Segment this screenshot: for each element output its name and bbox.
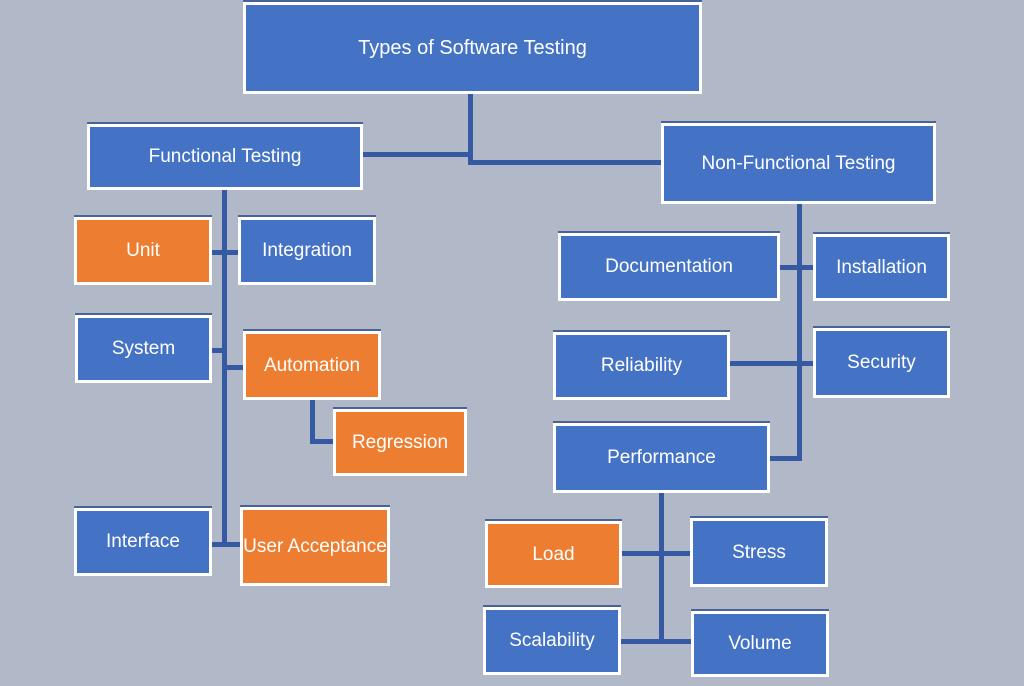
- node-installation-label: Installation: [836, 256, 927, 278]
- node-documentation: Documentation: [558, 233, 780, 301]
- connector-root-functional: [361, 152, 471, 157]
- connector-regression: [310, 439, 334, 444]
- connector-root-nonfunctional: [468, 160, 663, 165]
- node-stress: Stress: [690, 518, 828, 587]
- node-non-functional-testing: Non-Functional Testing: [661, 123, 936, 204]
- connector-interface-user-acceptance: [211, 542, 241, 547]
- connector-scalability-volume: [620, 639, 692, 644]
- node-documentation-label: Documentation: [605, 256, 733, 278]
- node-user-acceptance: User Acceptance: [240, 507, 390, 586]
- connector-automation: [222, 365, 244, 370]
- node-integration: Integration: [238, 217, 376, 285]
- node-load: Load: [485, 521, 622, 588]
- node-types-of-software-testing: Types of Software Testing: [243, 2, 702, 94]
- node-system: System: [75, 315, 212, 383]
- node-system-label: System: [111, 338, 176, 360]
- node-volume-label: Volume: [728, 633, 792, 655]
- connector-performance-trunk: [659, 492, 664, 643]
- node-scalability: Scalability: [483, 607, 621, 675]
- node-performance: Performance: [553, 423, 770, 493]
- node-unit: Unit: [74, 217, 212, 285]
- node-regression-label: Regression: [351, 431, 449, 453]
- connector-documentation-installation: [779, 265, 814, 270]
- node-reliability-label: Reliability: [600, 355, 683, 377]
- node-types-of-software-testing-label: Types of Software Testing: [358, 36, 587, 59]
- connector-system: [211, 348, 227, 353]
- node-automation-label: Automation: [263, 354, 361, 376]
- node-installation: Installation: [813, 234, 950, 301]
- connector-reliability-security: [729, 361, 814, 366]
- node-user-acceptance-label: User Acceptance: [243, 535, 387, 557]
- connector-unit-integration: [211, 250, 239, 255]
- node-scalability-label: Scalability: [509, 630, 595, 652]
- node-stress-label: Stress: [732, 541, 786, 563]
- connector-nonfunctional-trunk: [797, 203, 802, 461]
- connector-automation-drop: [310, 399, 315, 444]
- node-volume: Volume: [691, 611, 829, 677]
- connector-load-stress: [621, 551, 691, 556]
- node-load-label: Load: [532, 543, 575, 565]
- node-non-functional-testing-label: Non-Functional Testing: [701, 152, 896, 174]
- node-functional-testing-label: Functional Testing: [148, 146, 302, 168]
- node-regression: Regression: [333, 409, 467, 476]
- node-automation: Automation: [243, 331, 381, 400]
- node-reliability: Reliability: [553, 332, 730, 400]
- node-functional-testing: Functional Testing: [87, 124, 363, 190]
- connector-performance: [769, 456, 802, 461]
- node-integration-label: Integration: [262, 240, 352, 262]
- node-security: Security: [813, 328, 950, 398]
- node-security-label: Security: [847, 352, 916, 374]
- node-interface-label: Interface: [106, 531, 180, 553]
- node-unit-label: Unit: [126, 240, 160, 262]
- node-performance-label: Performance: [607, 447, 716, 469]
- node-interface: Interface: [74, 508, 212, 576]
- connector-root-trunk: [468, 92, 473, 164]
